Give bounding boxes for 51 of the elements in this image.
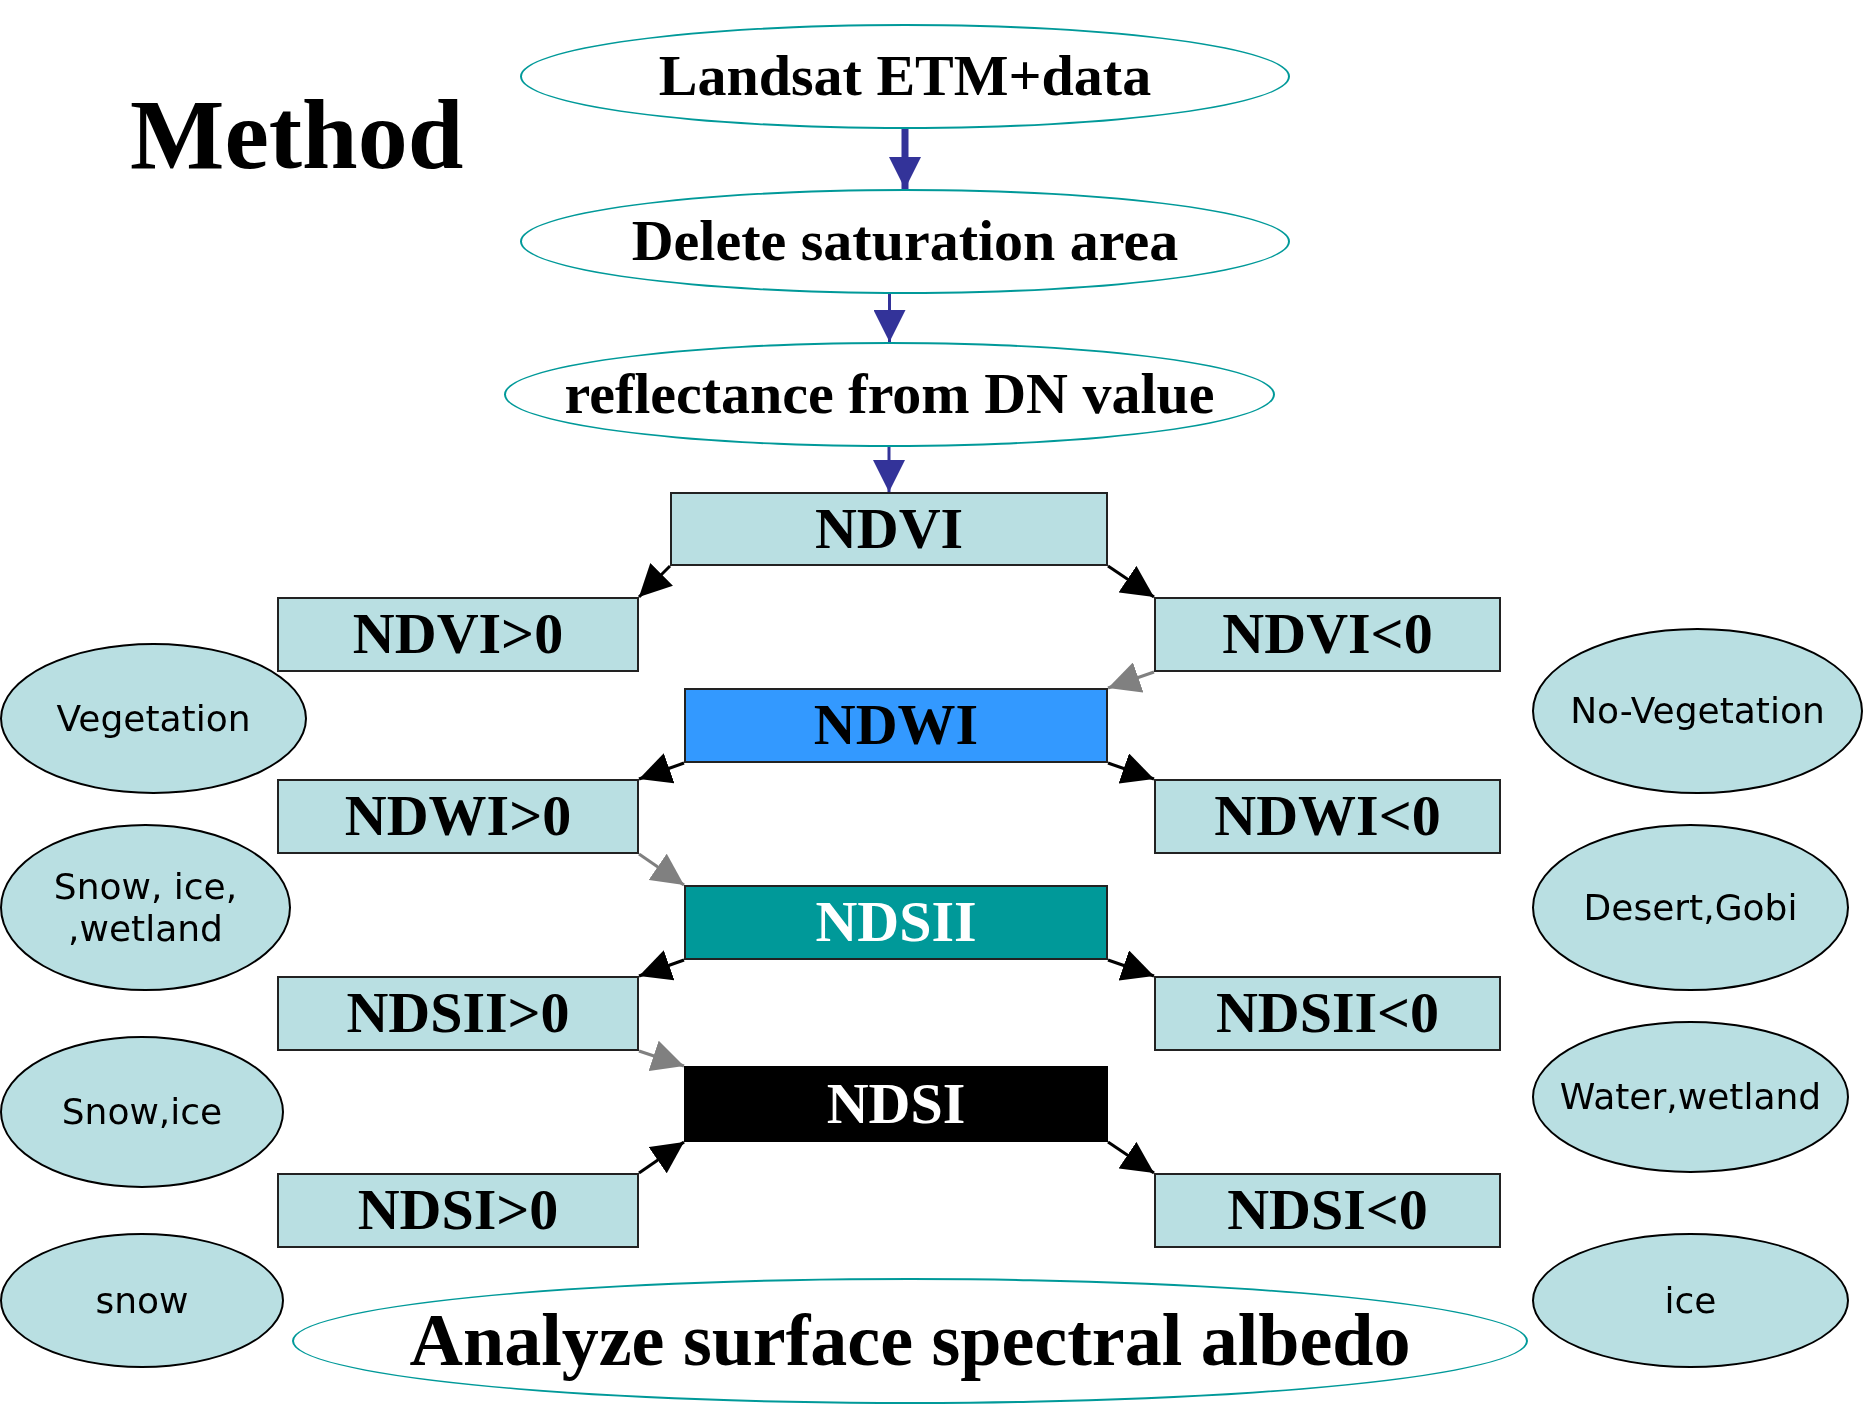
condition-box <box>1154 976 1501 1051</box>
node-label: Snow, ice, ,wetland <box>52 866 239 949</box>
node-label: NDWI<0 <box>1214 783 1441 850</box>
index-box <box>684 1066 1108 1142</box>
node-label: NDVI>0 <box>352 601 564 668</box>
title: Method <box>130 80 464 190</box>
condition-box <box>277 1173 639 1248</box>
node-label: Water,wetland <box>1559 1076 1822 1118</box>
arrow <box>638 852 685 887</box>
arrow <box>873 447 905 492</box>
node-label: NDSII<0 <box>1215 980 1440 1047</box>
arrow <box>1107 564 1155 599</box>
node-label: Desert,Gobi <box>1583 886 1798 929</box>
arrow <box>638 1040 685 1072</box>
arrow <box>638 950 685 981</box>
node-label: Snow,ice <box>61 1091 223 1133</box>
node-label: Landsat ETM+data <box>658 43 1152 110</box>
node-label: Vegetation <box>56 697 251 740</box>
condition-box <box>277 976 639 1051</box>
node-label: snow <box>95 1279 189 1322</box>
node-label: NDSII <box>815 889 977 956</box>
index-box <box>684 688 1108 763</box>
node-label: NDSII>0 <box>346 980 570 1047</box>
node-label: NDSI<0 <box>1227 1177 1428 1244</box>
arrow <box>873 294 906 342</box>
arrow <box>1107 662 1155 693</box>
index-box <box>684 885 1108 960</box>
node-label: NDVI <box>814 495 964 563</box>
condition-box <box>1154 597 1501 672</box>
node-label: No-Vegetation <box>1570 690 1825 732</box>
arrow <box>1107 950 1155 981</box>
node-label: Delete saturation area <box>631 208 1179 275</box>
condition-box <box>1154 1173 1501 1248</box>
node-label: NDWI <box>813 692 979 759</box>
arrow <box>638 753 685 784</box>
arrow <box>1107 1140 1155 1175</box>
condition-box <box>277 779 639 854</box>
node-label: NDWI>0 <box>344 783 572 850</box>
condition-box <box>1154 779 1501 854</box>
condition-box <box>277 597 639 672</box>
arrow <box>638 1140 685 1175</box>
node-label: reflectance from DN value <box>564 361 1215 428</box>
arrow <box>637 563 673 599</box>
node-label: ice <box>1664 1279 1717 1322</box>
node-label: NDSI>0 <box>357 1177 559 1244</box>
node-label: NDSI <box>826 1070 966 1138</box>
node-label: Analyze surface spectral albedo <box>409 1298 1411 1384</box>
condition-box <box>670 492 1108 566</box>
arrow <box>1107 753 1155 784</box>
arrow <box>889 129 921 189</box>
node-label: NDVI<0 <box>1222 601 1433 668</box>
